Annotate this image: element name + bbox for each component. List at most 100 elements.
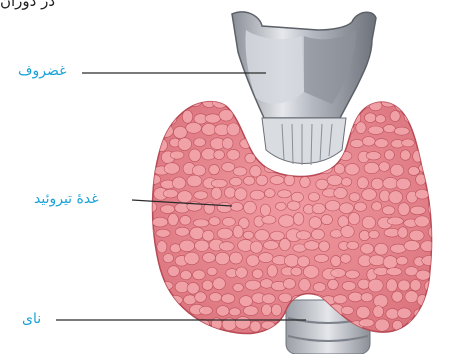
thyroid-lobule — [230, 252, 243, 264]
thyroid-lobule — [362, 216, 375, 229]
thyroid-lobule — [398, 203, 410, 216]
thyroid-lobule — [207, 267, 217, 275]
thyroid-lobule — [279, 238, 290, 250]
thyroid-lobule — [405, 291, 418, 303]
thyroid-lobule — [383, 125, 395, 133]
thyroid-lobule — [375, 115, 385, 123]
thyroid-lobule — [359, 319, 374, 327]
thyroid-lobule — [379, 190, 390, 202]
thyroid-lobule — [226, 99, 242, 108]
thyroid-lobule — [356, 122, 366, 134]
thyroid-lobule — [179, 240, 194, 252]
thyroid-lobule — [144, 127, 159, 137]
thyroid-lobule — [261, 321, 275, 329]
thyroid-lobule — [431, 217, 442, 230]
thyroid-lobule — [278, 190, 292, 198]
thyroid-lobule — [339, 151, 352, 160]
thyroid-lobule — [262, 216, 276, 225]
thyroid-lobule — [160, 98, 170, 110]
thyroid-lobule — [216, 306, 229, 317]
thyroid-lobule — [374, 243, 388, 255]
thyroid-lobule — [350, 139, 363, 147]
thyroid-lobule — [267, 265, 277, 277]
thyroid-lobule — [202, 230, 214, 241]
thyroid-lobule — [357, 177, 368, 189]
thyroid-lobule — [193, 270, 206, 280]
thyroid-lobule — [420, 110, 431, 122]
thyroid-lobule — [250, 111, 260, 119]
thyroid-lobule — [222, 162, 235, 171]
thyroid-lobule — [358, 279, 370, 289]
thyroid-lobule — [205, 114, 220, 123]
thyroid-lobule — [397, 308, 411, 319]
thyroid-lobule — [184, 252, 199, 265]
thyroid-lobule — [283, 279, 295, 290]
thyroid-lobule — [177, 191, 192, 203]
thyroid-label: غدهٔ تیروئید — [34, 192, 99, 206]
thyroid-lobule — [345, 270, 359, 279]
thyroid-lobule — [202, 124, 217, 136]
thyroid-lobule — [260, 279, 273, 289]
thyroid-lobule — [410, 280, 421, 291]
thyroid-lobule — [364, 113, 376, 123]
thyroid-lobule — [256, 175, 268, 185]
thyroid-lobule — [222, 217, 235, 226]
thyroid-lobule — [175, 98, 187, 110]
thyroid-lobule — [219, 242, 234, 251]
thyroid-lobule — [373, 306, 384, 318]
thyroid-lobule — [243, 306, 258, 316]
thyroid-lobule — [187, 175, 202, 187]
thyroid-lobule — [243, 176, 254, 185]
thyroid-lobule — [233, 167, 247, 176]
thyroid-lobule — [312, 203, 325, 213]
thyroid-lobule — [341, 178, 351, 187]
thyroid-lobule — [168, 213, 179, 225]
thyroid-lobule — [246, 255, 259, 267]
thyroid-lobule — [348, 212, 360, 224]
thyroid-lobule — [424, 153, 439, 161]
thyroid-lobule — [193, 219, 209, 227]
thyroid-lobule — [203, 253, 216, 263]
thyroid-lobule — [354, 202, 366, 211]
thyroid-lobule — [194, 138, 206, 147]
thyroid-lobule — [412, 124, 424, 133]
thyroid-lobule — [371, 178, 383, 189]
thyroid-lobule — [300, 177, 310, 188]
thyroid-lobule — [368, 126, 383, 135]
thyroid-lobule — [394, 127, 409, 135]
thyroid-lobule — [217, 228, 233, 239]
thyroid-lobule — [341, 306, 353, 314]
thyroid-lobule — [164, 163, 179, 174]
thyroid-lobule — [390, 111, 400, 122]
thyroid-lobule — [183, 295, 196, 305]
thyroid-lobule — [424, 280, 437, 292]
thyroid-lobule — [321, 215, 332, 225]
thyroid-lobule — [239, 296, 252, 307]
thyroid-lobule — [152, 217, 167, 227]
thyroid-lobule — [217, 202, 232, 212]
thyroid-lobule — [340, 254, 351, 263]
thyroid-lobule — [173, 126, 187, 138]
thyroid-lobule — [142, 147, 157, 160]
thyroid-lobule — [311, 229, 324, 240]
thyroid-lobule — [180, 215, 191, 225]
thyroid-lobule — [428, 226, 441, 238]
thyroid-lobule — [156, 229, 170, 237]
thyroid-lobule — [287, 201, 300, 210]
thyroid-lobule — [375, 319, 389, 331]
thyroid-lobule — [180, 270, 191, 279]
thyroid-lobule — [151, 292, 162, 302]
thyroid-lobule — [276, 160, 290, 172]
thyroid-lobule — [190, 227, 204, 240]
thyroid-lobule — [395, 99, 410, 112]
thyroid-lobule — [431, 138, 447, 150]
thyroid-lobule — [384, 228, 400, 237]
thyroid-lobule — [409, 230, 424, 241]
thyroid-lobule — [150, 111, 164, 123]
thyroid-lobule — [434, 321, 446, 333]
thyroid-lobule — [235, 317, 250, 330]
thyroid-lobule — [387, 217, 403, 225]
thyroid-lobule — [209, 217, 220, 226]
thyroid-lobule — [224, 187, 235, 198]
